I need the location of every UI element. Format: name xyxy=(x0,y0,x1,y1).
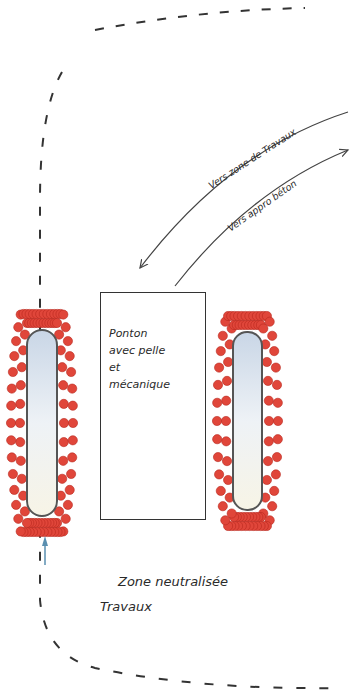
buoy-dot xyxy=(262,475,271,484)
buoy-dot xyxy=(264,416,273,425)
buoy-dot xyxy=(273,398,282,407)
buoy-dot xyxy=(7,384,16,393)
barge-float xyxy=(233,332,262,510)
buoy-dot xyxy=(16,399,25,408)
buoy-dot xyxy=(215,470,224,479)
buoy-dot xyxy=(59,310,68,319)
buoy-dot xyxy=(59,438,68,447)
zone-label: Zone neutralisée Travaux xyxy=(100,570,250,619)
buoy-dot xyxy=(213,435,222,444)
buoy-dot xyxy=(14,514,23,523)
buoy-dot xyxy=(8,469,17,478)
buoy-dot xyxy=(65,485,74,494)
buoy-dot xyxy=(10,485,19,494)
buoy-dot xyxy=(213,453,222,462)
route-label: Vers zone de Travaux xyxy=(206,126,298,191)
buoy-dot xyxy=(218,331,227,340)
buoy-dot xyxy=(17,363,26,372)
buoy-dot xyxy=(224,475,233,484)
buoy-dot xyxy=(272,380,281,389)
zone-boundary xyxy=(95,8,305,30)
buoy-dot xyxy=(59,456,68,465)
buoy-dot xyxy=(61,323,70,332)
buoy-dot xyxy=(67,469,76,478)
buoy-dot xyxy=(222,457,231,466)
buoy-dot xyxy=(265,317,274,326)
buoy-dot xyxy=(7,436,16,445)
route-label: Vers appro béton xyxy=(225,177,298,233)
buoy-dot xyxy=(58,474,67,483)
buoy-dot xyxy=(271,470,280,479)
buoy-dot xyxy=(63,337,72,346)
buoy-dot xyxy=(273,416,282,425)
buoy-dot xyxy=(221,516,230,525)
buoy-dot xyxy=(59,418,68,427)
buoy-dot xyxy=(264,437,273,446)
buoy-dot xyxy=(212,416,221,425)
buoy-dot xyxy=(61,514,70,523)
buoy-dot xyxy=(16,381,25,390)
buoy-dot xyxy=(67,367,76,376)
buoy-dot xyxy=(262,357,271,366)
buoy-dot xyxy=(270,347,279,356)
buoy-dot xyxy=(68,418,77,427)
buoy-dot xyxy=(59,399,68,408)
buoy-dot xyxy=(16,527,25,536)
buoy-dot xyxy=(216,486,225,495)
buoy-dot xyxy=(12,500,21,509)
zone-boundary xyxy=(40,72,340,688)
buoy-dot xyxy=(52,318,61,327)
buoy-dot xyxy=(15,418,24,427)
buoy-dot xyxy=(14,323,23,332)
buoy-dot xyxy=(63,500,72,509)
buoy-dot xyxy=(59,381,68,390)
buoy-dot xyxy=(17,474,26,483)
buoy-dot xyxy=(224,357,233,366)
buoy-dot xyxy=(221,416,230,425)
buoy-dot xyxy=(12,337,21,346)
buoy-dot xyxy=(268,331,277,340)
buoy-dot xyxy=(213,380,222,389)
buoy-dot xyxy=(271,363,280,372)
buoy-dot xyxy=(270,486,279,495)
buoy-dot xyxy=(68,436,77,445)
buoy-dot xyxy=(16,438,25,447)
node-text: Ponton avec pelle et mécanique xyxy=(109,325,171,393)
buoy-dot xyxy=(213,398,222,407)
buoy-dot xyxy=(68,384,77,393)
buoy-dot xyxy=(216,347,225,356)
buoy-dot xyxy=(16,456,25,465)
buoy-dot xyxy=(68,401,77,410)
buoy-dot xyxy=(7,401,16,410)
buoy-dot xyxy=(8,367,17,376)
buoy-dot xyxy=(264,396,273,405)
buoy-dot xyxy=(263,457,272,466)
pontoon-box: Ponton avec pelle et mécanique xyxy=(100,292,206,520)
buoy-dot xyxy=(6,418,15,427)
buoy-dot xyxy=(65,352,74,361)
buoy-dot xyxy=(268,502,277,511)
small-arrow xyxy=(42,536,48,546)
buoy-dot xyxy=(222,396,231,405)
buoy-dot xyxy=(218,502,227,511)
buoy-dot xyxy=(68,453,77,462)
route-arrow xyxy=(140,112,348,268)
buoy-dot xyxy=(222,437,231,446)
buoy-dot xyxy=(222,376,231,385)
buoy-dot xyxy=(10,352,19,361)
buoy-dot xyxy=(273,435,282,444)
buoy-dot xyxy=(215,363,224,372)
buoy-dot xyxy=(7,453,16,462)
buoy-dot xyxy=(58,363,67,372)
route-arrow xyxy=(175,150,348,286)
buoy-dot xyxy=(22,518,31,527)
buoy-dot xyxy=(272,453,281,462)
buoy-dot xyxy=(263,376,272,385)
barge-float xyxy=(27,330,57,516)
